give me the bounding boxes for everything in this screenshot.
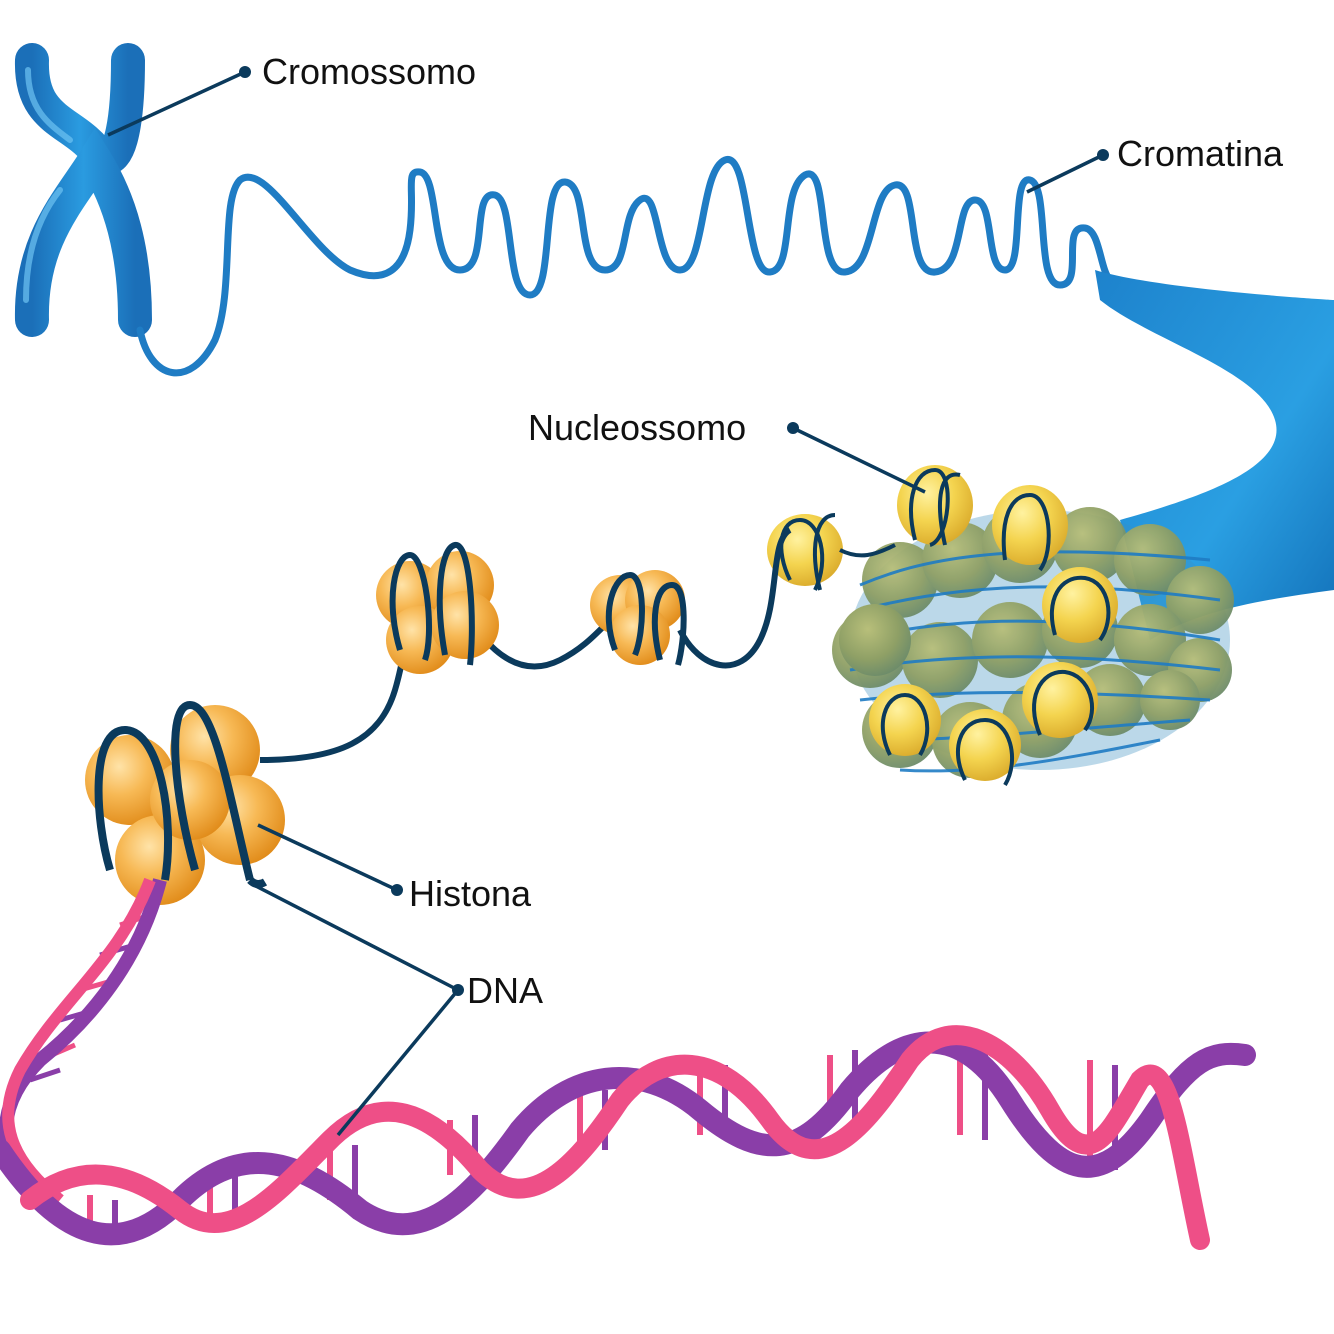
dna-double-helix — [0, 877, 1256, 1250]
chromosome-shape — [14, 43, 152, 337]
nucleosome-cluster — [767, 465, 1234, 787]
label-chromosome: Cromossomo — [262, 51, 476, 92]
chromatin-thread — [136, 156, 1114, 377]
label-chromatin: Cromatina — [1117, 133, 1284, 174]
leader-chromatin — [1026, 149, 1109, 194]
label-nucleosome: Nucleossomo — [528, 407, 746, 448]
label-histone: Histona — [409, 873, 532, 914]
leader-nucleosome — [787, 422, 926, 494]
label-dna: DNA — [467, 970, 543, 1011]
nucleosome-string — [259, 527, 792, 763]
histone-nucleosome — [85, 700, 285, 905]
leader-dna — [249, 881, 464, 1137]
leader-chromosome — [107, 66, 251, 137]
leader-histone — [257, 823, 403, 896]
